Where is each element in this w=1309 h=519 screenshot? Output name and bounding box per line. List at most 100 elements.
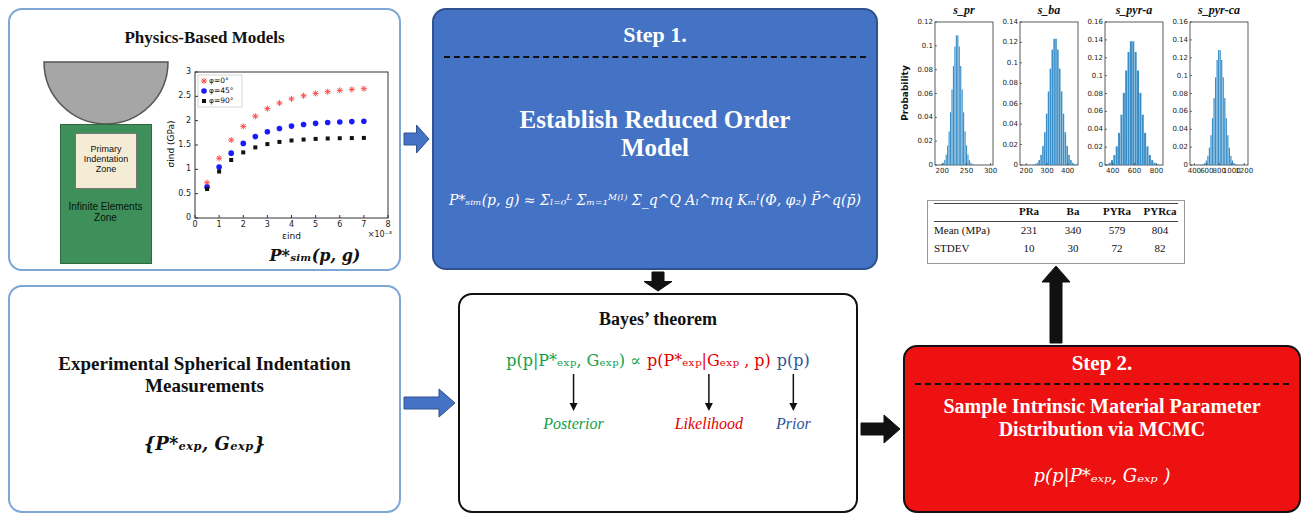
input-panel: Experimental Spherical Indentation Measu… [8,285,401,513]
data-marker [325,120,331,126]
indenter [44,62,168,124]
histogram-bar [1213,98,1214,165]
panel-title: s_pyr-a [1095,3,1173,18]
tick [1105,147,1107,148]
table-rule [934,203,1178,204]
data-marker [217,170,221,174]
tick [990,163,991,165]
step-arrow [1042,266,1070,343]
step-box: Step 1.Establish Reduced Order ModelP*ₛᵢ… [432,8,878,270]
histogram-bar [1209,148,1210,165]
tick [1219,163,1220,165]
tick [1067,163,1068,165]
data-marker [277,140,281,144]
data-marker [350,136,354,140]
tick [388,215,389,218]
panel-frame [935,22,993,165]
tick [1244,163,1245,165]
histogram-bar [1218,50,1219,165]
node-text: p(p|P*ₑₓₚ, Gₑₓₚ) ∝ [506,351,641,370]
node-text: PYRa [1096,205,1138,217]
histogram-bar [1216,60,1217,165]
histogram-bar [1048,91,1050,165]
data-marker [252,113,258,119]
tick [1105,129,1107,130]
data-marker [349,86,355,92]
data-marker [264,106,270,112]
node-title: Infinite Elements Zone [61,201,150,223]
histogram-bar [944,160,945,165]
tick-label: 5 [308,220,324,229]
tick [1105,111,1107,112]
node-title: PRa [1008,205,1050,217]
histogram-bar [1227,135,1228,165]
tick [1020,124,1022,125]
histogram-bar [1042,146,1044,165]
tick [339,215,340,218]
tick [1105,165,1107,166]
histogram-bar [1070,160,1072,165]
node-text: Ba [1052,205,1094,217]
histogram-bar [1059,69,1061,165]
tick-label: 0.16 [1166,18,1188,26]
tick [966,163,967,165]
tick [1105,93,1107,94]
data-marker [228,137,234,143]
tick-label: 0.16 [1081,18,1103,26]
data-marker [229,158,233,162]
node-title: Bayes’ theorem [460,309,856,330]
tick-label: 0.14 [1166,36,1188,44]
tick-label: 300 [1035,167,1059,175]
node-text: 579 [1096,224,1138,236]
tick [1156,163,1157,165]
tick-label: 6 [332,220,348,229]
tick-label: 0.08 [1081,90,1103,98]
histogram-bar [1046,114,1048,165]
histogram-bar [1130,41,1132,165]
axis-title: Probability [900,58,910,128]
tick-label: 3 [169,67,191,76]
histogram-bar [947,145,948,165]
tick-label: 0.14 [1081,36,1103,44]
node-text: 10 [1008,242,1050,254]
tick [935,45,937,46]
tick-label: 0.08 [996,79,1018,87]
legend-text: φ=0° [209,76,229,85]
histogram-bar [956,35,957,165]
pointer-line [708,374,710,407]
tick-label: 200 [1014,167,1038,175]
panel-frame [1020,22,1078,165]
histogram-bar [1128,52,1130,165]
data-marker [201,78,207,84]
histogram-bar [946,155,947,165]
tick-label: 800 [1144,167,1168,175]
data-marker [253,134,259,140]
histogram-bar [940,164,941,165]
tick [1206,163,1207,165]
tick [1026,163,1027,165]
node-text: Establish Reduced Order Model [505,106,805,162]
histogram-bar [959,47,960,165]
histogram-bar [1132,41,1134,165]
data-marker [289,96,295,102]
tick-label: 250 [954,167,978,175]
histogram-bar [1055,39,1057,165]
tick [315,215,316,218]
tick [1020,22,1022,23]
data-marker [361,119,367,125]
tick-label: 0.06 [1166,107,1188,115]
histogram-bar [1229,148,1230,165]
tick [1134,163,1135,165]
arrowhead [705,403,713,411]
tick-label: 0.02 [1081,143,1103,151]
histogram-bar [951,89,952,165]
data-marker [241,150,245,154]
node-title: Physics-Based Models [10,28,399,48]
histogram-bar [1226,118,1227,165]
data-marker [265,129,271,135]
histogram-bar [941,164,942,166]
histogram-bar [1139,93,1141,165]
histogram-bar [1204,163,1205,165]
histogram-bar [1220,50,1221,165]
node-text: P*ₛᵢₘ(p, g) ≈ Σₗ₌₀ᴸ Σₘ₌₁ᴹ⁽ˡ⁾ Σ_q^Q Aₗ^mq… [444,192,866,208]
